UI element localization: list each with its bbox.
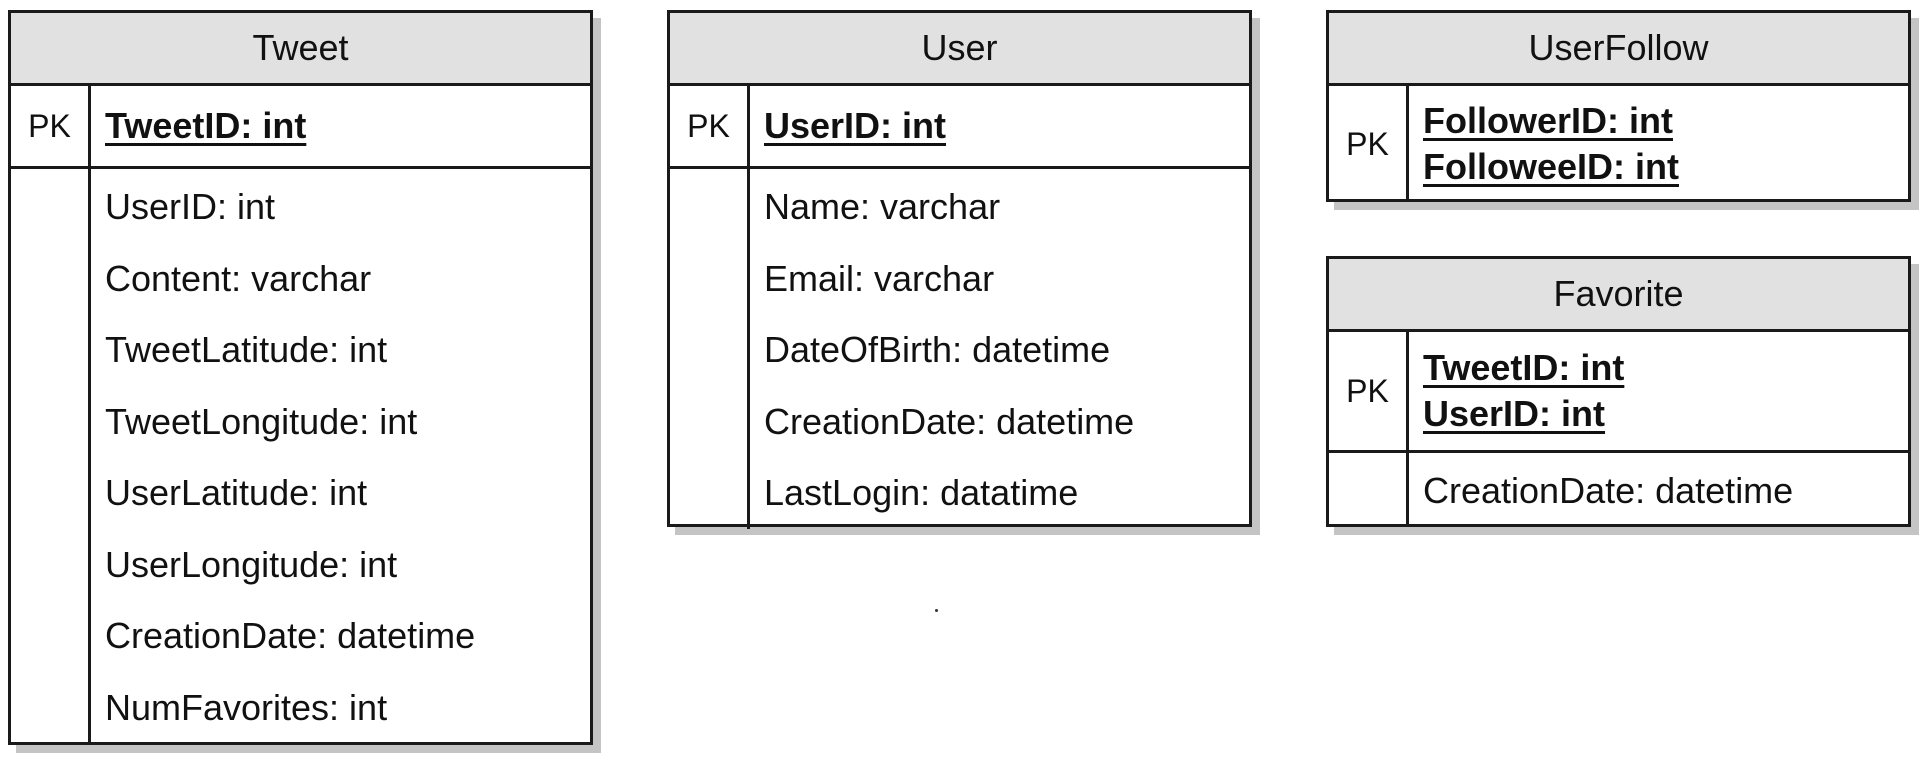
tweet-pk-field: TweetID: int <box>105 105 307 146</box>
entity-tweet: Tweet PK TweetID: int UserID: int Conten… <box>8 10 593 745</box>
tweet-attr-field: Content: varchar <box>105 257 372 299</box>
user-attr-field: DateOfBirth: datetime <box>764 329 1111 370</box>
tweet-attr-field: UserLatitude: int <box>105 472 368 513</box>
tweet-attr-section: UserID: int Content: varchar TweetLatitu… <box>11 169 590 747</box>
tweet-attr-field: TweetLongitude: int <box>105 400 418 442</box>
entity-userfollow: UserFollow PK FollowerID: int FolloweeID… <box>1326 10 1911 202</box>
userfollow-pk-label: PK <box>1329 86 1409 202</box>
tweet-pk-label: PK <box>11 86 91 166</box>
user-attr-field: CreationDate: datetime <box>764 400 1135 442</box>
tweet-attr-field: UserLongitude: int <box>105 543 398 585</box>
user-pk-field: UserID: int <box>764 105 947 146</box>
favorite-pk-label: PK <box>1329 332 1409 450</box>
user-attr-field: LastLogin: datatime <box>764 472 1079 513</box>
user-attr-field: Name: varchar <box>764 186 1001 227</box>
userfollow-pk-section: PK FollowerID: int FolloweeID: int <box>1329 86 1908 202</box>
favorite-attr-field: CreationDate: datetime <box>1423 470 1794 511</box>
favorite-attr-key-col <box>1329 453 1409 527</box>
tweet-attr-key-col <box>11 169 91 743</box>
tweet-attr-field: TweetLatitude: int <box>105 329 388 370</box>
userfollow-pk-field: FolloweeID: int <box>1423 146 1679 187</box>
favorite-pk-field: UserID: int <box>1423 393 1606 434</box>
favorite-pk-section: PK TweetID: int UserID: int <box>1329 332 1908 453</box>
user-pk-label: PK <box>670 86 750 166</box>
tweet-attr-field: UserID: int <box>105 186 276 227</box>
userfollow-pk-field: FollowerID: int <box>1423 100 1673 141</box>
favorite-attr-section: CreationDate: datetime <box>1329 453 1908 531</box>
tweet-pk-section: PK TweetID: int <box>11 86 590 169</box>
entity-tweet-title: Tweet <box>11 13 590 86</box>
favorite-pk-field: TweetID: int <box>1423 347 1625 388</box>
tweet-attr-field: NumFavorites: int <box>105 686 388 728</box>
entity-userfollow-title: UserFollow <box>1329 13 1908 86</box>
stray-dot <box>935 609 938 612</box>
entity-user: User PK UserID: int Name: varchar Email:… <box>667 10 1252 529</box>
user-attr-section: Name: varchar Email: varchar DateOfBirth… <box>670 169 1249 533</box>
tweet-attr-field: CreationDate: datetime <box>105 615 476 656</box>
user-pk-section: PK UserID: int <box>670 86 1249 169</box>
user-attr-field: Email: varchar <box>764 257 995 299</box>
entity-user-title: User <box>670 13 1249 86</box>
entity-favorite: Favorite PK TweetID: int UserID: int Cre… <box>1326 256 1911 527</box>
user-attr-key-col <box>670 169 750 529</box>
entity-favorite-title: Favorite <box>1329 259 1908 332</box>
